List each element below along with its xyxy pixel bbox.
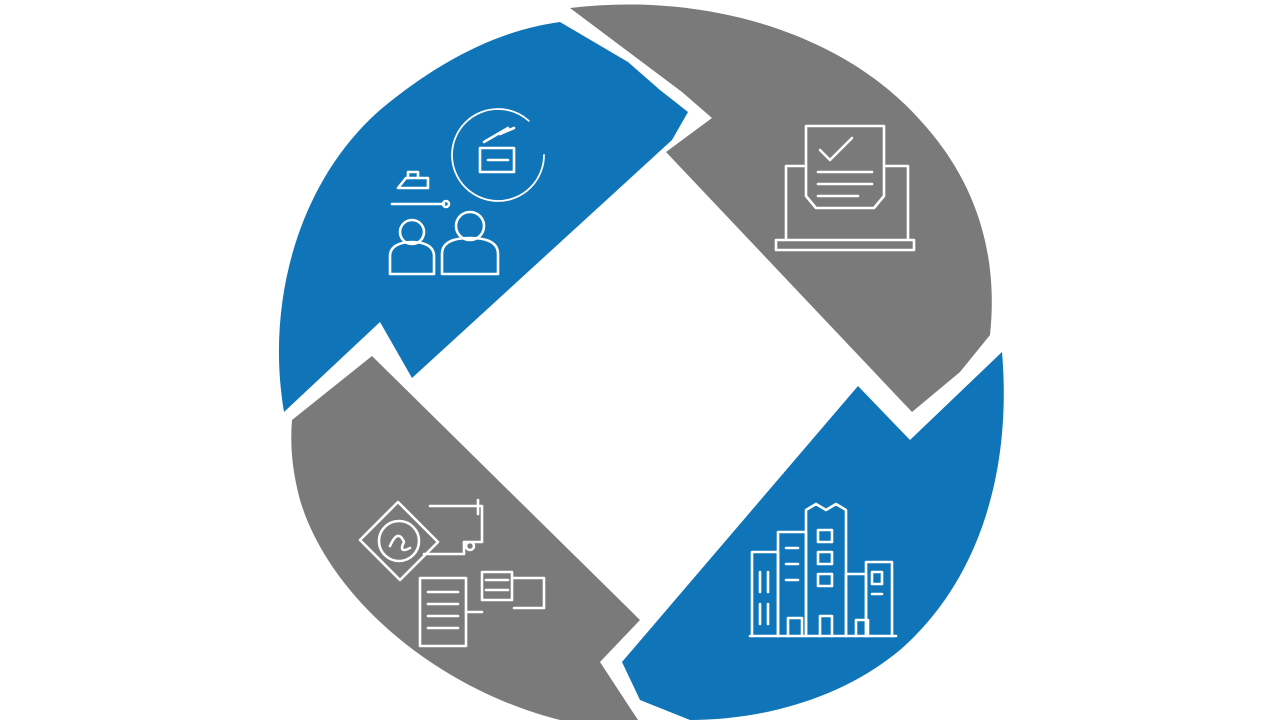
segment-bottom-left [291,356,640,720]
laptop-document-icon [774,124,916,252]
segment-bottom-right [622,352,1004,720]
segment-top-left [278,22,688,412]
workflow-documents-icon [358,498,546,648]
people-meeting-icon [388,108,545,276]
buildings-icon [748,502,898,638]
segment-top-right [570,4,992,412]
